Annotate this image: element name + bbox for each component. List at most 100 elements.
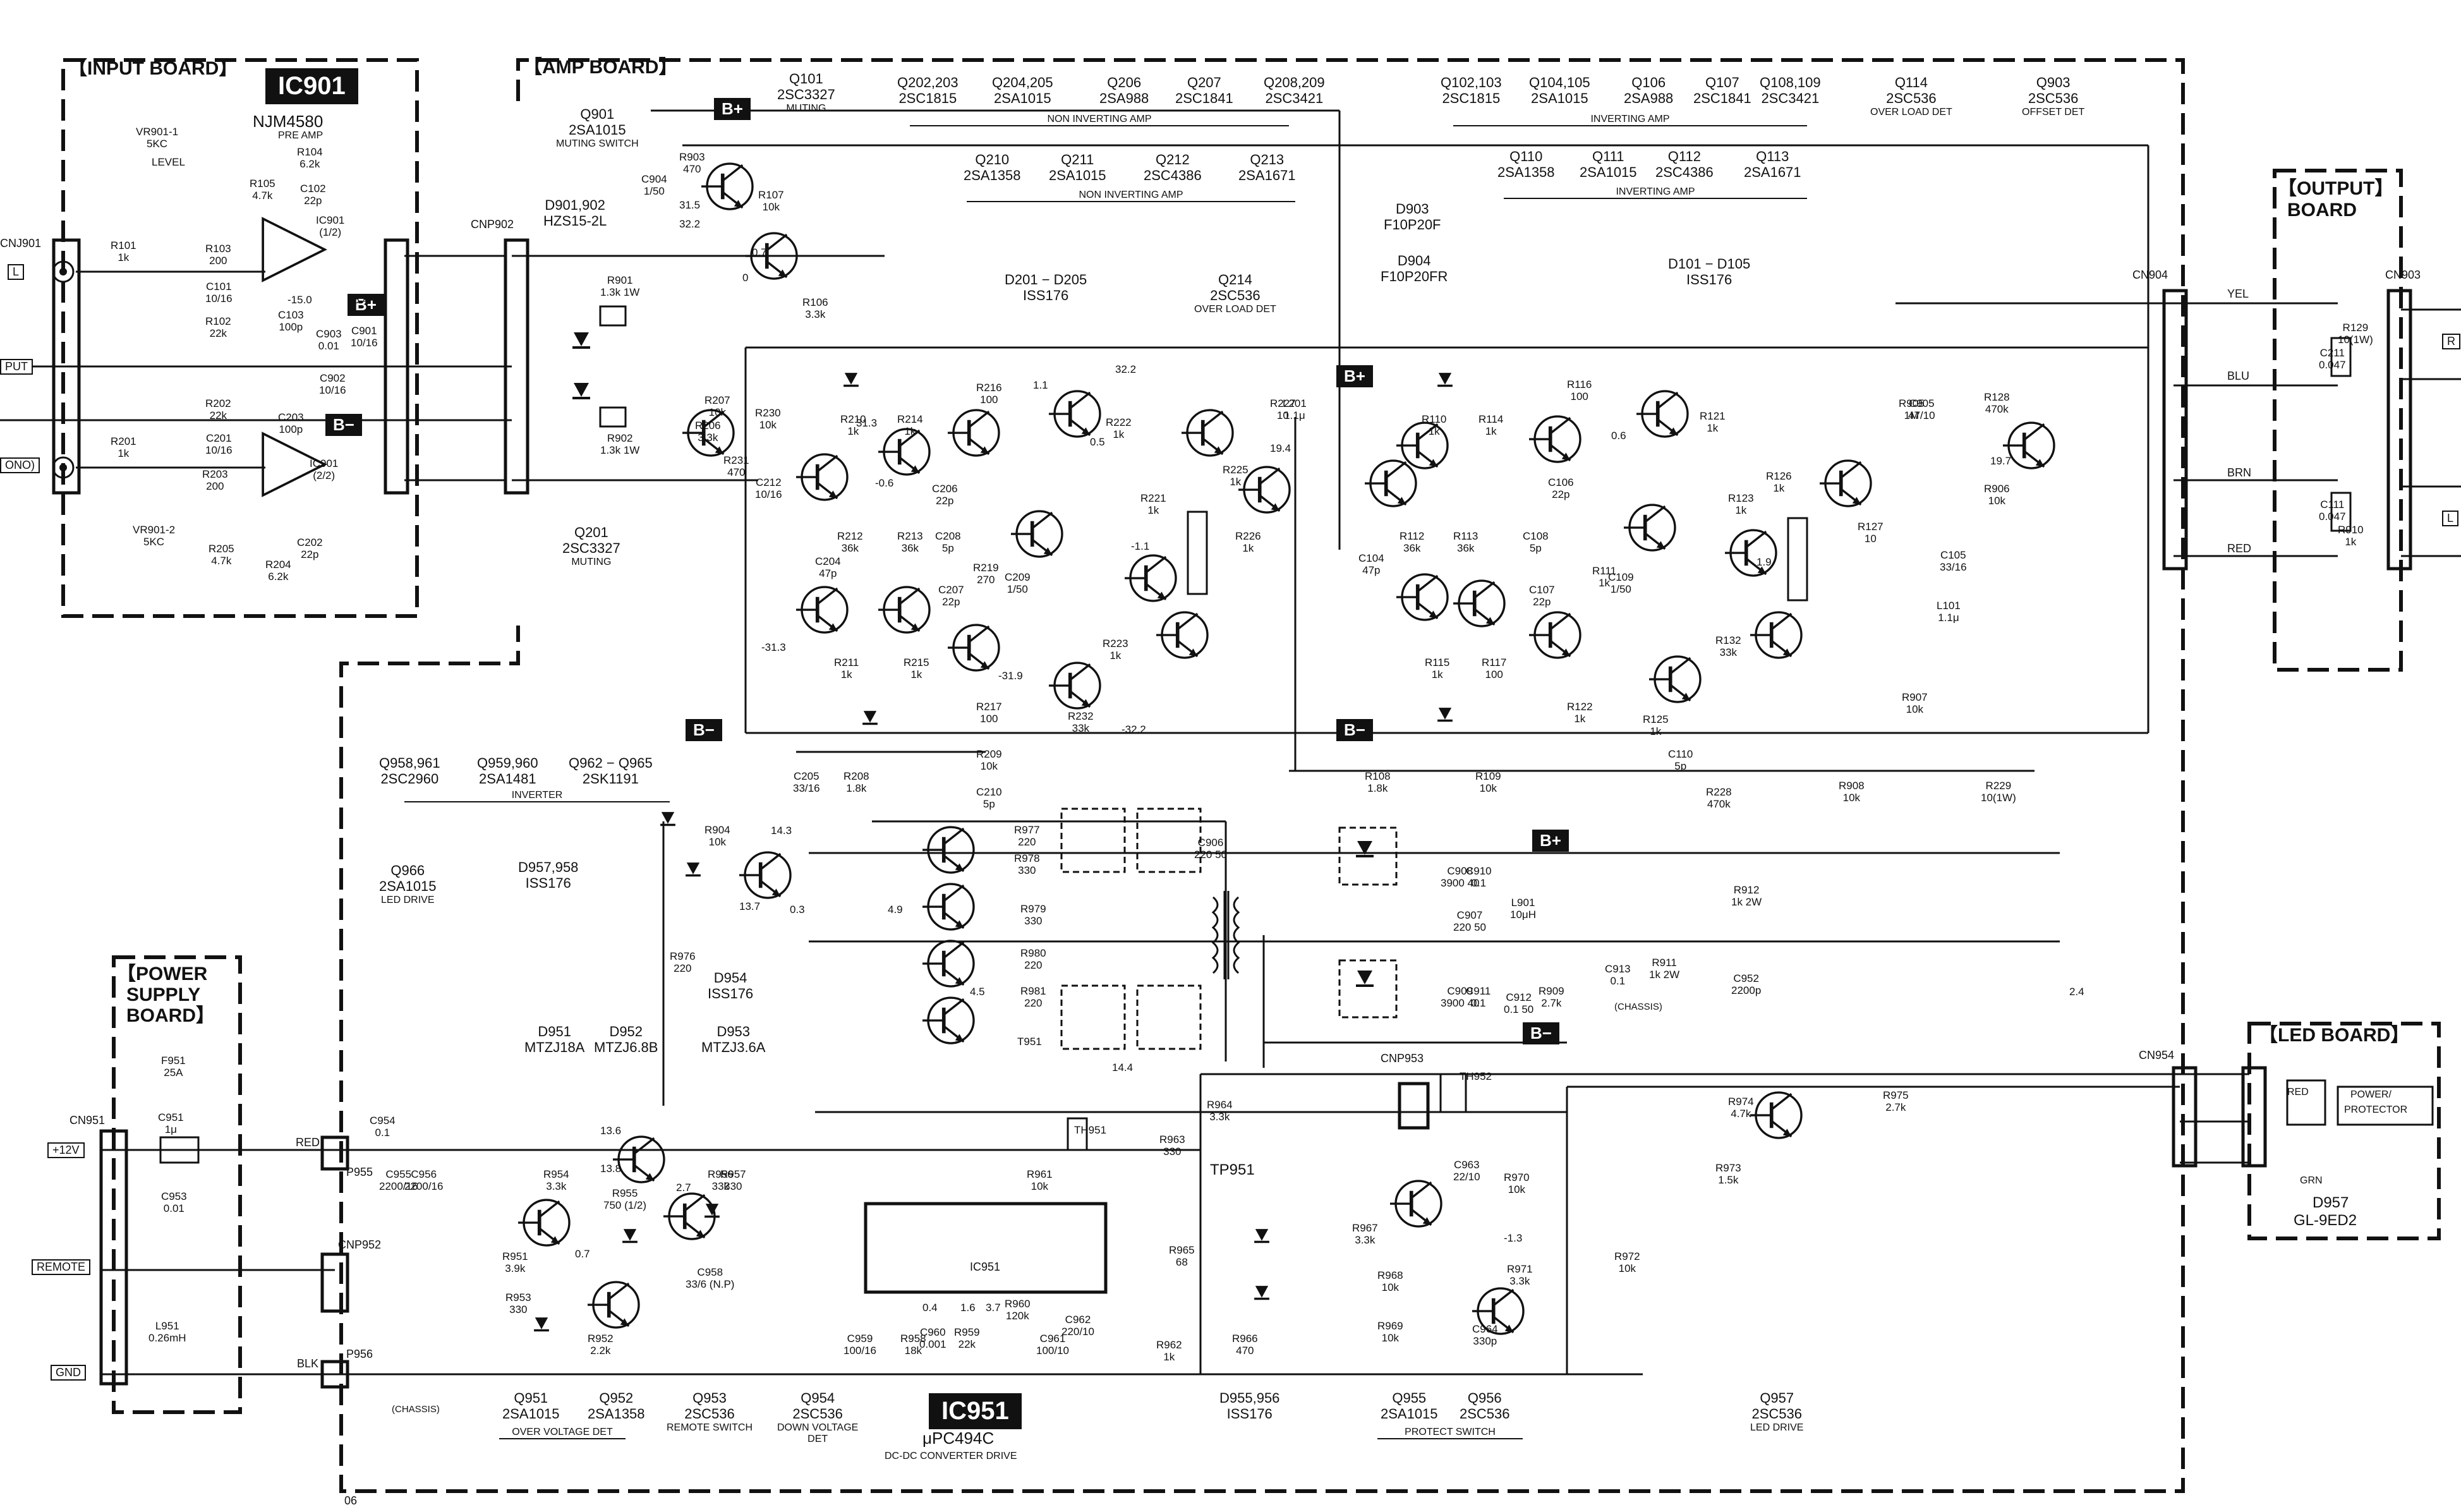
component-ref: R217 [976,701,1002,713]
component-ref: C202 [297,536,323,548]
component-ref: R976 [670,950,696,962]
component-value: 220 [674,962,692,974]
connector-cn903: CN903 [2385,269,2421,281]
connector-cn951: CN951 [70,1114,106,1127]
component-value: 100 [1485,668,1503,680]
component-ref: R114 [1478,413,1504,425]
component-value: 3.3k [1509,1274,1530,1287]
component-value: 36k [901,541,919,554]
component-ref: R910 [2338,524,2364,536]
voltage-reading: 4.5 [970,986,985,998]
component-value: 0.26mH [148,1331,186,1344]
component-ref: R966 [1232,1333,1258,1345]
voltage-reading: 14.3 [771,825,792,837]
component-value: 1μ [164,1123,177,1135]
component-value: 2200/16 [404,1180,444,1192]
wire-red-label: RED [2227,542,2252,555]
component-value: 1k [1773,481,1785,494]
component-ref: C902 [319,372,346,384]
component-ref: C201 [205,432,232,444]
component-value: 1k [1163,1350,1175,1363]
component-value: 10k [1618,1262,1636,1274]
component-value: 1k [1599,576,1611,589]
component-ref: R229 [1985,780,2012,792]
component-ref: C961 [1039,1333,1066,1345]
component-ref: C110 [1668,748,1693,760]
component-ref: C204 [815,555,841,567]
component-value: 10(1W) [1981,791,2016,804]
component-ref: TH952 [1460,1070,1492,1082]
voltage-reading: 13.6 [600,1125,622,1137]
component-ref: C906 [1197,837,1224,849]
component-value: 3.3k [1355,1233,1376,1246]
component-ref: R230 [755,407,781,419]
component-value: 10/16 [205,292,233,305]
component-ref: R107 [758,189,784,201]
component-value: 3.3k [1209,1110,1230,1123]
component-ref: R208 [844,770,869,782]
component-value: 36k [1456,541,1475,554]
component-value: 10k [1906,703,1924,715]
component-ref: R106 [802,296,828,308]
transformer-t951 [1211,891,1240,979]
component-ref: C964 [1472,1323,1498,1335]
component-ref: R904 [704,824,730,836]
ic951-body-ref: IC951 [970,1261,1001,1273]
bplus-tag: B+ [1336,365,1373,387]
component-ref: IC901 [310,457,339,469]
component-ref: R228 [1706,786,1732,798]
component-ref: C962 [1065,1314,1091,1326]
component-ref: R903 [679,151,705,163]
connector-p955: P955 [346,1166,373,1178]
component-value: 1k [1485,425,1497,437]
bplus-tag: B+ [1532,830,1569,852]
component-ref: R116 [1567,378,1592,390]
component-ref: R980 [1020,947,1046,959]
component-ref: L901 [1511,897,1535,909]
component-ref: R977 [1014,824,1040,836]
component-ref: R213 [897,530,923,542]
component-ref: C210 [976,786,1002,798]
component-value: 10k [759,418,777,431]
component-value: 10k [1381,1281,1400,1293]
component-ref: C206 [932,483,958,495]
wire-yel-label: YEL [2227,287,2249,300]
component-ref: C104 [1358,552,1384,564]
component-ref: R971 [1507,1263,1533,1275]
diodes [533,331,1454,1332]
component-ref: R108 [1365,770,1391,782]
component-value: 750 (1/2) [603,1199,647,1211]
component-value: 220 50 [1453,921,1486,933]
component-ref: R912 [1733,884,1760,896]
component-ref: R112 [1400,530,1425,542]
component-ref: R972 [1614,1250,1640,1262]
